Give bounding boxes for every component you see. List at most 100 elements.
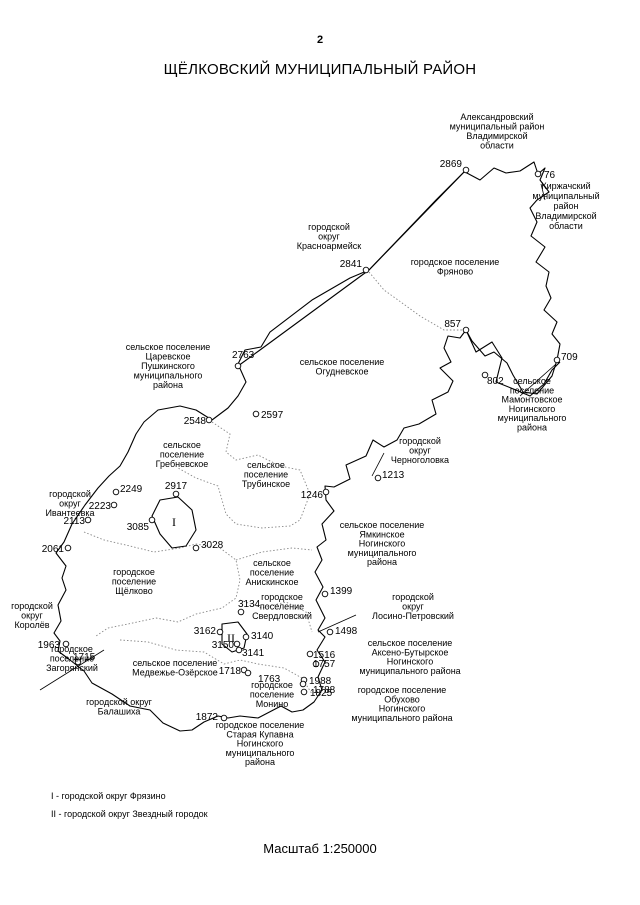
region-label-line: Старая Купавна bbox=[226, 729, 293, 739]
region-label-line: поселение bbox=[50, 654, 94, 664]
boundary-point-marker bbox=[235, 646, 243, 654]
page-number: 2 bbox=[316, 34, 324, 46]
region-label-line: области bbox=[549, 221, 583, 231]
region-label-line: сельское поселение bbox=[126, 342, 211, 352]
fryazino-boundary bbox=[151, 496, 197, 549]
inner-boundary-shchelkovo bbox=[83, 531, 241, 637]
region-label-line: Трубинское bbox=[242, 479, 290, 489]
region-label-line: Анискинское bbox=[246, 577, 299, 587]
inner-boundary-medv bbox=[119, 639, 313, 695]
boundary-point-label: 3150 bbox=[212, 640, 235, 651]
boundary-point-label: 1516 bbox=[313, 650, 336, 661]
boundary-point-label: 1988 bbox=[309, 676, 332, 687]
region-label-line: Медвежье-Озёрское bbox=[132, 668, 218, 678]
region-label-line: сельское bbox=[163, 440, 201, 450]
region-label-line: поселение bbox=[260, 602, 304, 612]
region-label-line: Свердловский bbox=[252, 611, 312, 621]
region-label-line: области bbox=[480, 141, 514, 151]
region-label-line: муниципального района bbox=[359, 666, 460, 676]
region-label-line: городской bbox=[308, 222, 350, 232]
region-label-line: Королёв bbox=[14, 620, 49, 630]
boundary-point-marker bbox=[74, 658, 82, 666]
boundary-point-marker bbox=[64, 544, 72, 552]
boundary-point-label: 1763 bbox=[258, 674, 281, 685]
boundary-point-marker bbox=[216, 628, 224, 636]
boundary-point-label: 2061 bbox=[42, 544, 65, 555]
region-label-line: муниципальный район bbox=[450, 122, 545, 132]
boundary-point-label: 1715 bbox=[73, 652, 96, 663]
boundary-point-label: 1246 bbox=[301, 490, 324, 501]
enclave-marker-1: I bbox=[172, 515, 176, 529]
boundary-point-marker bbox=[312, 660, 320, 668]
region-label-line: Киржачский bbox=[541, 181, 590, 191]
boundary-point-marker bbox=[84, 516, 92, 524]
region-label-line: муниципального bbox=[348, 548, 417, 558]
region-label-line: городское bbox=[51, 644, 93, 654]
kirzh-leader bbox=[540, 183, 546, 201]
region-label-line: Ногинского bbox=[379, 704, 425, 714]
boundary-point-marker bbox=[300, 688, 308, 696]
boundary-point-marker bbox=[462, 326, 470, 334]
region-label-line: Ногинского bbox=[359, 539, 405, 549]
boundary-point-marker bbox=[362, 266, 370, 274]
boundary-point-label: 1718 bbox=[219, 666, 242, 677]
boundary-point-label: 1498 bbox=[335, 626, 358, 637]
boundary-point-label: 709 bbox=[561, 352, 578, 363]
boundary-point-label: 1872 bbox=[196, 712, 219, 723]
inner-boundary-anis bbox=[235, 547, 313, 561]
legend-item-zvezdny: II - городской округ Звездный городок bbox=[51, 809, 208, 819]
region-label-line: Лосино-Петровский bbox=[372, 611, 454, 621]
region-label-line: муниципального района bbox=[351, 713, 452, 723]
region-label-line: Александровский bbox=[460, 112, 533, 122]
region-label-line: сельское поселение bbox=[133, 658, 218, 668]
region-label-line: Пушкинского bbox=[141, 361, 195, 371]
boundary-point-label: 2249 bbox=[120, 484, 143, 495]
boundary-point-marker bbox=[481, 371, 489, 379]
boundary-point-marker bbox=[299, 680, 307, 688]
region-label-line: городское bbox=[113, 567, 155, 577]
region-label-line: район bbox=[553, 201, 578, 211]
region-label-line: городской округ bbox=[86, 697, 153, 707]
region-label-line: Щёлково bbox=[115, 586, 152, 596]
region-label-line: муниципального bbox=[498, 413, 567, 423]
region-label-line: Гребневское bbox=[156, 459, 209, 469]
boundary-point-marker bbox=[553, 356, 561, 364]
boundary-point-label: 3028 bbox=[201, 540, 224, 551]
losino-leader bbox=[317, 614, 357, 633]
boundary-point-marker bbox=[112, 488, 120, 496]
boundary-point-label: 1825 bbox=[310, 688, 333, 699]
region-label-line: Владимирской bbox=[535, 211, 596, 221]
boundary-point-marker bbox=[234, 362, 242, 370]
region-label-line: городской bbox=[11, 601, 53, 611]
region-label-line: Загорянский bbox=[46, 663, 98, 673]
region-label-line: Балашиха bbox=[98, 707, 141, 717]
boundary-point-marker bbox=[233, 640, 241, 648]
region-label-line: Обухово bbox=[384, 694, 420, 704]
map-title: ЩЁЛКОВСКИЙ МУНИЦИПАЛЬНЫЙ РАЙОН bbox=[163, 61, 477, 78]
boundary-point-label: 2869 bbox=[440, 159, 463, 170]
region-label-line: муниципального bbox=[226, 748, 295, 758]
boundary-point-label: 2763 bbox=[232, 350, 255, 361]
region-label-line: района bbox=[153, 380, 183, 390]
krasnoarmeysk-border bbox=[237, 169, 467, 367]
region-label-line: поселение bbox=[510, 385, 554, 395]
boundary-point-marker bbox=[192, 544, 200, 552]
scale-text: Масштаб 1:250000 bbox=[263, 841, 377, 856]
